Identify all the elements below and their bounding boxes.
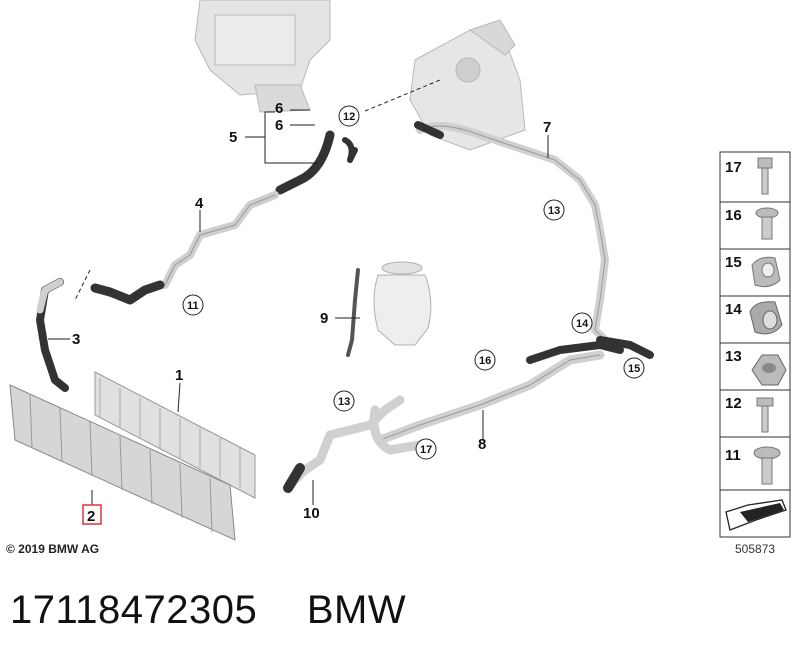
legend-item-11-number: 11 bbox=[725, 447, 741, 464]
part-number: 17118472305 bbox=[10, 588, 258, 632]
screw-icon bbox=[757, 157, 773, 195]
svg-text:16: 16 bbox=[479, 355, 491, 367]
callout-8: 8 bbox=[478, 436, 486, 453]
circled-callout-16: 16 bbox=[474, 349, 496, 371]
circled-callout-14: 14 bbox=[571, 312, 593, 334]
svg-text:15: 15 bbox=[628, 363, 640, 375]
callout-9: 9 bbox=[320, 310, 328, 327]
radiator-illustration bbox=[94, 371, 256, 499]
callout-6-upper: 6 bbox=[275, 100, 283, 117]
circled-callout-13-top: 13 bbox=[543, 199, 565, 221]
hose-clamp-icon bbox=[749, 301, 783, 335]
legend-item-13-number: 13 bbox=[725, 348, 742, 365]
legend-item-15-number: 15 bbox=[725, 254, 742, 271]
carrier-frame-illustration bbox=[9, 384, 236, 541]
flange-screw-icon bbox=[753, 446, 781, 485]
expansion-tank-illustration bbox=[373, 261, 432, 346]
circled-callout-17: 17 bbox=[415, 438, 437, 460]
hex-nut-icon bbox=[751, 354, 787, 386]
wedge-arrow-icon bbox=[725, 499, 787, 531]
legend-item-14-number: 14 bbox=[725, 301, 742, 318]
brand-name: BMW bbox=[306, 588, 407, 632]
circled-callout-13-bottom: 13 bbox=[333, 390, 355, 412]
callout-5: 5 bbox=[229, 129, 237, 146]
svg-text:13: 13 bbox=[338, 396, 350, 408]
circled-callout-12: 12 bbox=[338, 105, 360, 127]
callout-4: 4 bbox=[195, 195, 204, 212]
coolant-hoses bbox=[36, 121, 654, 493]
circled-callout-11: 11 bbox=[182, 294, 204, 316]
callout-2[interactable]: 2 bbox=[87, 508, 95, 525]
diagram-number: 505873 bbox=[735, 542, 776, 556]
circled-callout-15: 15 bbox=[623, 357, 645, 379]
svg-text:12: 12 bbox=[343, 111, 355, 123]
svg-text:17: 17 bbox=[420, 444, 432, 456]
highlighted-part-box bbox=[82, 504, 102, 525]
svg-text:13: 13 bbox=[548, 205, 560, 217]
coolant-pump-illustration bbox=[409, 19, 526, 151]
rivet-icon bbox=[755, 207, 779, 240]
svg-text:14: 14 bbox=[576, 318, 589, 330]
copyright-notice: © 2019 BMW AG bbox=[6, 542, 100, 556]
footer-caption: 17118472305 BMW bbox=[10, 588, 444, 633]
legend-item-16-number: 16 bbox=[725, 207, 742, 224]
leader-lines bbox=[48, 79, 549, 505]
legend-item-17-number: 17 bbox=[725, 159, 742, 176]
engine-block-illustration bbox=[194, 0, 331, 113]
callout-3: 3 bbox=[72, 331, 80, 348]
bolt-icon bbox=[756, 397, 774, 433]
callout-6-lower: 6 bbox=[275, 117, 283, 134]
clamp-icon bbox=[751, 256, 781, 288]
fastener-legend-panel: 17 16 15 14 13 12 11 bbox=[719, 151, 791, 538]
callout-1: 1 bbox=[175, 367, 183, 384]
callout-10: 10 bbox=[303, 505, 320, 522]
svg-text:11: 11 bbox=[187, 300, 199, 312]
legend-item-12-number: 12 bbox=[725, 395, 742, 412]
callout-7: 7 bbox=[543, 119, 551, 136]
